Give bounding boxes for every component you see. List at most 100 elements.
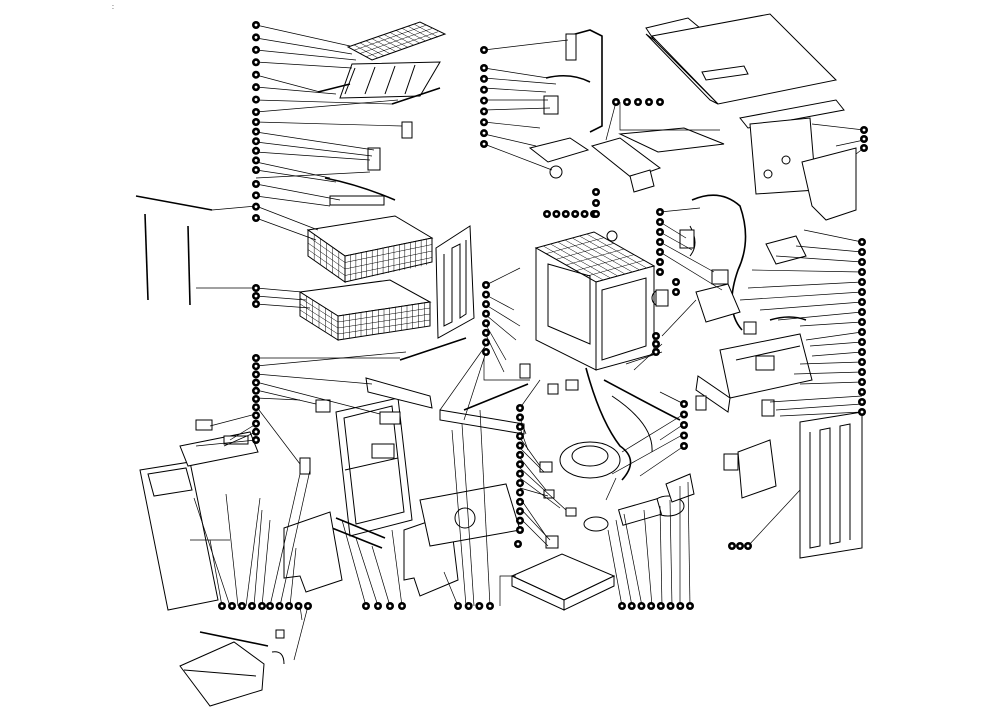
callout-balloon-center — [482, 110, 486, 113]
callout-balloon — [516, 488, 524, 497]
callout-balloon — [252, 300, 260, 308]
leader-line — [371, 545, 391, 607]
callout-balloon-center — [669, 604, 672, 608]
callout-balloon-center — [594, 190, 598, 194]
callout-balloon-center — [287, 604, 291, 608]
callout-balloon-center — [518, 444, 522, 447]
leader-line — [255, 389, 317, 405]
callout-balloon-center — [860, 270, 864, 274]
callout-balloon — [516, 460, 524, 469]
leader-line — [269, 473, 301, 607]
callout-balloon — [680, 421, 688, 429]
callout-balloon — [592, 199, 600, 207]
callout-balloon-center — [860, 330, 864, 334]
callout-balloon — [672, 278, 680, 286]
leader-line — [485, 294, 515, 311]
callout-balloon-center — [594, 201, 598, 205]
callout-balloon — [652, 348, 660, 356]
leader-line — [615, 519, 633, 607]
callout-balloon-center — [484, 341, 488, 344]
callout-balloon-center — [682, 444, 686, 448]
grid-wire — [344, 244, 433, 263]
callout-balloon-center — [555, 212, 558, 216]
callout-balloon — [858, 358, 866, 366]
callout-balloon-center — [654, 350, 658, 354]
leader-line — [483, 143, 553, 171]
callout-balloon-center — [518, 509, 522, 513]
callout-balloon-center — [625, 100, 629, 104]
callout-balloon-center — [518, 519, 522, 523]
callout-balloon — [454, 602, 462, 610]
callout-balloon-center — [388, 604, 392, 608]
callout-balloon — [480, 129, 488, 138]
callout-balloon-center — [518, 500, 522, 504]
leader-line — [255, 24, 351, 47]
callout-balloon-center — [254, 139, 258, 143]
callout-balloon — [482, 290, 490, 299]
callout-balloon-center — [860, 340, 864, 344]
grid-wire — [337, 307, 431, 323]
callout-balloon-center — [254, 149, 258, 153]
callout-balloon — [858, 308, 866, 316]
leader-line — [209, 413, 257, 427]
callout-balloon — [482, 328, 490, 337]
grid-wire — [359, 28, 433, 54]
leader-line — [775, 255, 863, 263]
callout-balloon-center — [682, 423, 686, 427]
callout-balloon — [656, 208, 664, 216]
callout-balloon — [623, 98, 631, 106]
callout-balloon — [252, 386, 260, 395]
leader-line — [687, 481, 691, 607]
callout-balloon — [252, 45, 260, 54]
grid-wire — [307, 242, 346, 270]
callout-balloon — [858, 318, 866, 326]
side-insulation-panel — [435, 225, 475, 339]
callout-balloon-center — [254, 73, 258, 77]
grid-wire — [575, 254, 635, 271]
callout-balloon-center — [278, 604, 281, 608]
leader-line — [255, 217, 317, 241]
callout-balloon-center — [518, 481, 522, 485]
callout-balloon — [686, 602, 694, 610]
callout-balloon-center — [674, 280, 678, 284]
callout-balloon-center — [860, 250, 864, 254]
callout-balloon-center — [658, 240, 662, 244]
leader-line — [255, 303, 311, 309]
callout-balloon-center — [254, 205, 258, 209]
callout-balloon — [294, 602, 303, 610]
door-bottom-trim — [199, 629, 285, 665]
callout-balloon-center — [860, 260, 864, 264]
callout-balloon — [858, 368, 866, 376]
callout-balloon — [592, 210, 600, 218]
callout-balloon — [680, 431, 688, 440]
callout-balloon-center — [254, 159, 258, 162]
callout-balloon — [516, 516, 524, 525]
leader-line — [643, 509, 653, 607]
leader-line — [279, 469, 311, 607]
door-gasket-strips — [331, 517, 386, 549]
callout-balloon — [858, 298, 866, 306]
leader-line — [793, 371, 863, 375]
leader-line — [777, 311, 863, 321]
callout-balloon — [258, 602, 266, 610]
callout-balloon-center — [220, 604, 224, 608]
leader-line — [605, 101, 617, 141]
callout-balloon — [386, 602, 394, 610]
callout-balloon — [680, 410, 688, 419]
callout-balloon — [480, 46, 488, 54]
leader-line — [255, 351, 407, 367]
leader-line — [479, 409, 491, 607]
callout-balloon-center — [658, 260, 662, 264]
leader-line — [483, 67, 549, 79]
callout-balloon — [252, 214, 260, 222]
callout-balloon-center — [682, 434, 686, 437]
callout-balloon — [647, 602, 656, 610]
corner-mark: : — [112, 4, 114, 11]
callout-balloon-center — [594, 212, 598, 216]
leader-line — [739, 291, 863, 301]
callout-balloon — [858, 278, 866, 286]
grid-wire — [307, 249, 346, 276]
callout-balloon — [252, 166, 260, 174]
leader-line — [255, 381, 381, 415]
small-parts-center — [519, 363, 579, 549]
